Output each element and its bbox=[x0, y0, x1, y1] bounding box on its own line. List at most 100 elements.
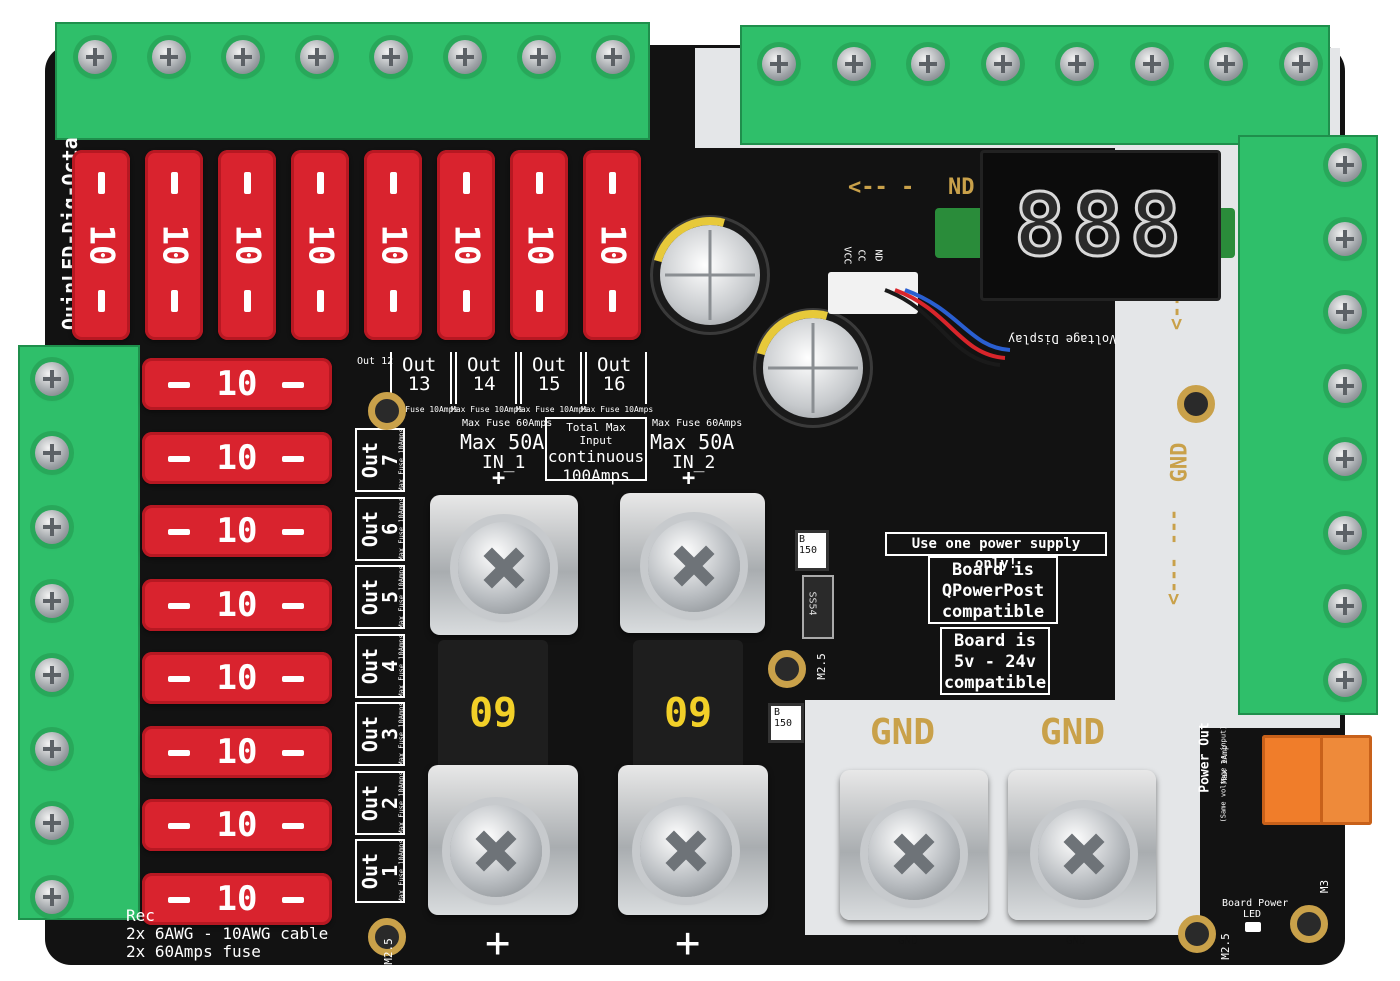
right-screw-6[interactable] bbox=[1328, 515, 1362, 550]
right-screw-4[interactable] bbox=[1328, 368, 1362, 403]
top-right-screw-7[interactable] bbox=[1209, 47, 1243, 81]
qpowerpost-notice: Board is QPowerPost compatible bbox=[928, 556, 1058, 624]
in2-bottom-plus: + bbox=[675, 918, 701, 967]
in1-bottom-bolt[interactable] bbox=[450, 805, 542, 897]
left-screw-3[interactable] bbox=[35, 510, 69, 544]
board-power-led-label: LED bbox=[1243, 909, 1262, 920]
in1-name: IN_1 bbox=[482, 452, 526, 473]
left-screw-5[interactable] bbox=[35, 658, 69, 692]
output-side-note-2: Max Fuse 10Amps bbox=[397, 770, 406, 835]
gnd-left-bolt[interactable] bbox=[868, 808, 960, 900]
top-left-screw-8[interactable] bbox=[596, 40, 630, 74]
output-side-label-4: Out 4 bbox=[358, 647, 402, 684]
right-screw-2[interactable] bbox=[1328, 221, 1362, 256]
fuse-top-2-rating: 10 bbox=[153, 224, 194, 266]
gnd-right-label: GND bbox=[1040, 712, 1106, 753]
header-pin-cc: CC bbox=[855, 249, 867, 262]
top-right-screw-3[interactable] bbox=[911, 47, 945, 81]
terminal-block-top-right[interactable] bbox=[740, 25, 1330, 145]
top-left-screw-4[interactable] bbox=[300, 40, 334, 74]
top-left-screw-5[interactable] bbox=[374, 40, 408, 74]
fuse-top-7-rating: 10 bbox=[518, 224, 559, 266]
fuse-top-8-blade-b bbox=[609, 290, 616, 312]
total-input-title: Total Max Input bbox=[566, 421, 626, 447]
gnd-arrow-right-bottom: <--- --- bbox=[1161, 508, 1186, 606]
in1-top-bolt[interactable] bbox=[458, 522, 550, 614]
fuse-top-3-rating: 10 bbox=[226, 224, 267, 266]
top-left-screw-2[interactable] bbox=[152, 40, 186, 74]
fuse-left-7-rating: 10 bbox=[216, 805, 258, 845]
in2-main-fuse[interactable]: 60 bbox=[633, 640, 743, 780]
right-screw-5[interactable] bbox=[1328, 442, 1362, 476]
left-screw-8[interactable] bbox=[35, 880, 69, 914]
top-left-screw-6[interactable] bbox=[448, 40, 482, 74]
output-top-box-15 bbox=[520, 352, 582, 404]
left-screw-7[interactable] bbox=[35, 806, 69, 840]
fuse-left-3-blade-b bbox=[282, 529, 304, 535]
fuse-top-6-blade-b bbox=[463, 290, 470, 312]
b150-bottom-label: B 150 bbox=[774, 707, 793, 729]
left-screw-1[interactable] bbox=[35, 362, 69, 396]
power-out-connector[interactable] bbox=[1262, 735, 1324, 825]
fuse-left-1-rating: 10 bbox=[216, 364, 258, 404]
left-screw-2[interactable] bbox=[35, 436, 69, 470]
output-top-label-16: Out 16 bbox=[597, 354, 632, 395]
in2-top-bolt[interactable] bbox=[648, 520, 740, 612]
header-pin-gnd: ND bbox=[872, 249, 884, 262]
terminal-block-right[interactable] bbox=[1238, 135, 1378, 715]
top-left-screw-3[interactable] bbox=[226, 40, 260, 74]
right-screw-8[interactable] bbox=[1328, 662, 1362, 697]
cable-rec-line0: Rec bbox=[126, 906, 155, 925]
top-right-screw-6[interactable] bbox=[1134, 47, 1169, 81]
fuse-top-1-blade-a bbox=[98, 172, 105, 194]
top-right-screw-8[interactable] bbox=[1283, 47, 1318, 81]
in1-plus: + bbox=[492, 466, 506, 491]
gnd-side-label: GND bbox=[1167, 442, 1193, 483]
fuse-left-1-blade-a bbox=[168, 382, 190, 388]
top-right-screw-5[interactable] bbox=[1060, 47, 1094, 81]
right-screw-7[interactable] bbox=[1328, 589, 1362, 623]
board-power-label: Board Power bbox=[1222, 898, 1289, 909]
qpp-line3: compatible bbox=[941, 602, 1045, 622]
output-top-box-16 bbox=[585, 352, 647, 404]
right-screw-1[interactable] bbox=[1328, 148, 1362, 182]
terminal-block-top-left[interactable] bbox=[55, 22, 650, 140]
top-left-screw-7[interactable] bbox=[522, 40, 556, 74]
left-screw-4[interactable] bbox=[35, 584, 69, 618]
fuse-left-6-blade-a bbox=[168, 749, 190, 756]
output-top-note-14: Max Fuse 10Amps bbox=[451, 405, 524, 414]
output-top-note-13: Max Fuse 10Amps bbox=[386, 405, 459, 414]
terminal-block-left[interactable] bbox=[18, 345, 140, 920]
fuse-left-2-blade-b bbox=[282, 455, 304, 462]
volt-line1: Board is bbox=[954, 631, 1036, 651]
gnd-right-small: GND bbox=[1066, 934, 1086, 947]
output-top-label-13: Out 13 bbox=[402, 354, 437, 395]
top-left-screw-1[interactable] bbox=[78, 40, 112, 74]
top-right-screw-1[interactable] bbox=[762, 47, 796, 81]
right-screw-3[interactable] bbox=[1328, 295, 1362, 329]
left-screw-6[interactable] bbox=[35, 732, 69, 766]
in2-bottom-bolt[interactable] bbox=[640, 805, 732, 897]
in1-fuse-note: Max Fuse 60Amps bbox=[462, 418, 553, 429]
fuse-top-5-rating: 10 bbox=[372, 224, 413, 266]
output-side-note-5: Max Fuse 10Amps bbox=[397, 565, 406, 629]
volt-line3: compatible bbox=[943, 673, 1047, 693]
fuse-top-1-rating: 10 bbox=[80, 224, 121, 266]
top-right-screw-4[interactable] bbox=[985, 47, 1020, 81]
gnd-right-bolt[interactable] bbox=[1038, 808, 1130, 900]
inductor-b150-bottom bbox=[768, 703, 804, 743]
fuse-left-7-blade-a bbox=[168, 823, 190, 829]
mounting-hole-center bbox=[768, 650, 806, 688]
mounting-hole-bottom-right-2 bbox=[1290, 905, 1328, 943]
fuse-top-5-blade-a bbox=[390, 172, 397, 194]
output-side-label-5: Out 5 bbox=[358, 578, 402, 616]
fuse-left-3-rating: 10 bbox=[216, 511, 258, 551]
in2-name: IN_2 bbox=[672, 452, 716, 473]
in1-main-fuse[interactable]: 60 bbox=[438, 640, 548, 780]
fuse-left-4-blade-a bbox=[168, 602, 190, 609]
out-12-partial-label: Out 12 bbox=[357, 356, 394, 367]
mounting-hole-right bbox=[1177, 385, 1215, 423]
fuse-left-5-blade-b bbox=[282, 676, 304, 682]
top-right-screw-2[interactable] bbox=[836, 47, 871, 81]
gnd-left-small: GND bbox=[898, 934, 918, 947]
